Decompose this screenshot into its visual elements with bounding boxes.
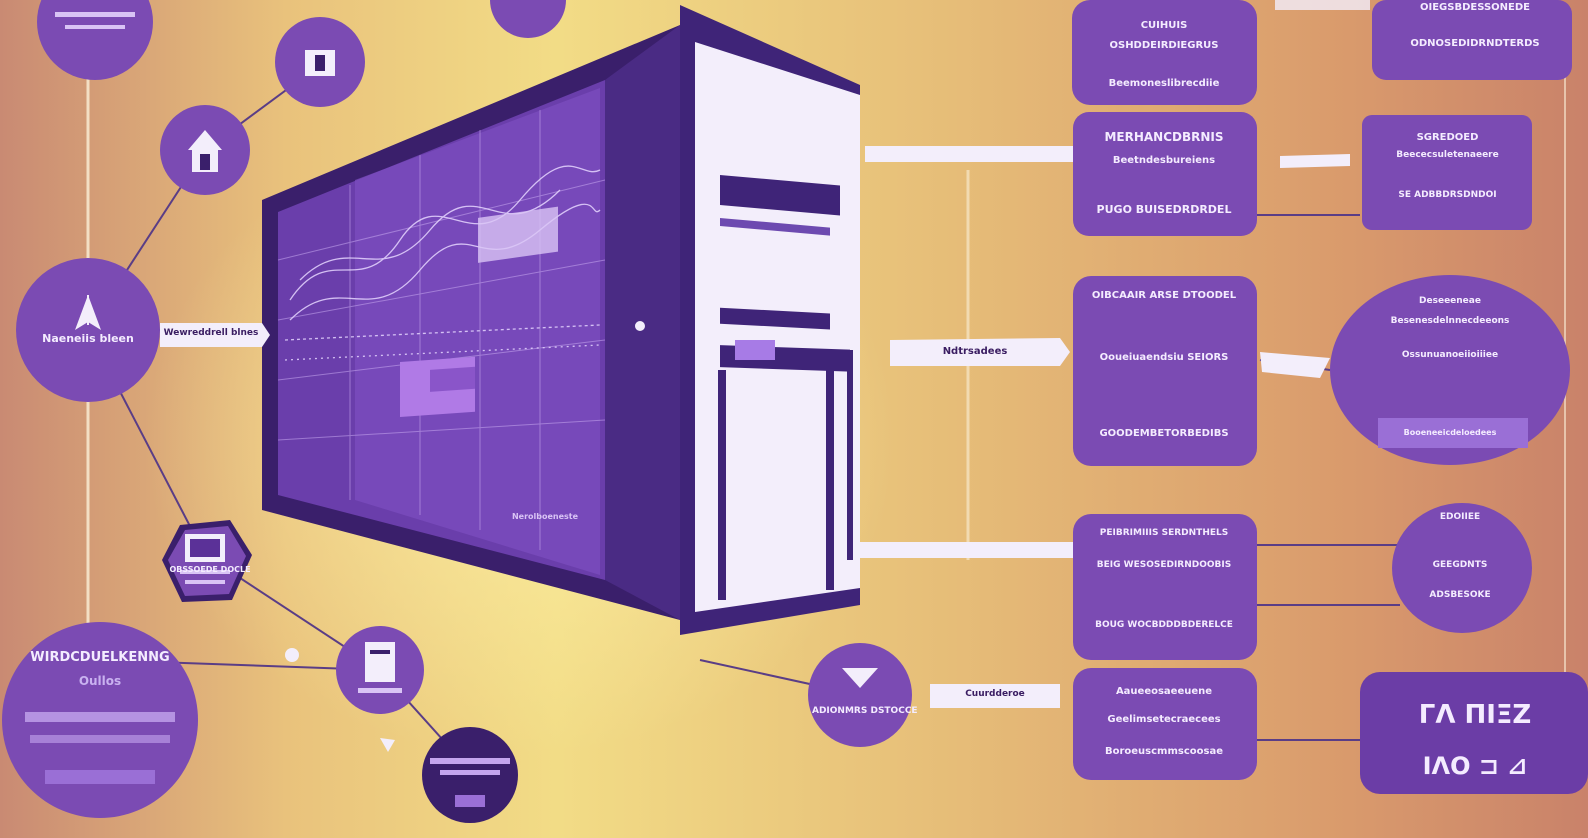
icon-box-right-bottom: [1360, 672, 1588, 794]
info-circle-right: [1330, 275, 1570, 465]
box1-line1: CUIHUIS: [1140, 20, 1188, 31]
info-box-5: [1073, 668, 1257, 780]
tag-right: [1260, 352, 1330, 378]
box4-line2: BEIG WESOSEDIRNDOOBIS: [1096, 560, 1232, 570]
filter-icon-circle: [808, 643, 912, 747]
icon-box-top-row: ΓΛ ΠΙΞΖ: [1418, 700, 1532, 730]
tag-left: [160, 323, 270, 347]
tag-left-label: Wewreddrell blnes: [163, 328, 259, 338]
bottom-left-circle-sub: Oullos: [78, 674, 122, 688]
info-box-3: [1073, 276, 1257, 466]
box4-line3: BOUG WOCBDDDBDERELCE: [1095, 620, 1233, 630]
right-top-line2: ODNOSEDIDRNDTERDS: [1410, 38, 1540, 49]
node-circle-left: [16, 258, 160, 402]
box2-line1: MERHANCDBRNIS: [1104, 130, 1224, 144]
node-circle-top-left: [37, 0, 153, 80]
tag-center: [890, 338, 1070, 366]
box5-line1: Aaueeosaeeuene: [1115, 686, 1213, 697]
info-box-4: [1073, 514, 1257, 660]
box3-line2: Ooueiuaendsiu SEIORS: [1099, 352, 1229, 363]
node-circle-top: [490, 0, 566, 38]
right-circle-line3: Ossunuanoeiioiiiee: [1401, 350, 1499, 360]
tag-right-top: [1280, 154, 1350, 168]
connector-bar-right: [1275, 0, 1370, 10]
box2-line2: Beetndesbureiens: [1112, 155, 1216, 166]
tag-bottom: [930, 684, 1060, 708]
connector-bar-top: [865, 146, 1075, 162]
right-small-line1: EDOIIEE: [1439, 512, 1481, 522]
small-circle-label: OBSSOEDE DOCLE: [169, 565, 251, 574]
mid-circle-label: ADIONMRS DSTOCCE: [812, 706, 918, 716]
box3-line3: GOODEMBETORBEDIBS: [1099, 428, 1229, 439]
right-top-line1: OIEGSBDESSONEDE: [1419, 2, 1530, 13]
info-box-2: [1073, 112, 1257, 236]
box5-line3: Boroeuscmmscoosae: [1104, 746, 1224, 757]
info-box-1: [1072, 0, 1257, 105]
box1-line3: Beemoneslibrecdiie: [1108, 78, 1220, 89]
connector-bar-bottom: [860, 542, 1075, 558]
info-box-right-top: [1372, 0, 1572, 80]
monitor-panel: [262, 5, 860, 635]
right-box-line1: SGREDOED: [1416, 132, 1479, 143]
info-box-right: [1362, 115, 1532, 230]
right-small-line3: ADSBESOKE: [1429, 590, 1491, 600]
icon-box-bottom-row: ΙΛΟ ⊐ ⊿: [1422, 752, 1528, 780]
box1-line2: OSHDDEIRDIEGRUS: [1109, 40, 1219, 51]
node-left-label: Naeneiis bleen: [42, 332, 134, 345]
right-circle-line4: Booeneeicdeloedees: [1403, 428, 1497, 437]
right-small-line2: GEEGDNTS: [1432, 560, 1488, 570]
box3-line1: OIBCAAIR ARSE DTOODEL: [1091, 290, 1237, 301]
box4-line1: PEIBRIMIIIS SERDNTHELS: [1099, 528, 1229, 538]
right-circle-line1: Deseeeneae: [1419, 296, 1481, 306]
box5-line2: Geelimsetecraecees: [1107, 714, 1221, 725]
tag-center-label: Ndtrsadees: [942, 346, 1008, 357]
right-circle-line2: Besenesdelnnecdeeons: [1390, 316, 1510, 326]
tag-right-label: Cuurdderoe: [965, 689, 1025, 699]
bottom-left-circle-title: WIRDCDUELKENNG: [30, 650, 170, 665]
screen-caption: Nerolboeneste: [511, 512, 579, 521]
right-box-line3: SE ADBBDRSDNDOI: [1398, 190, 1497, 200]
box2-line3: PUGO BUISEDRDRDEL: [1096, 203, 1232, 216]
right-box-line2: Beececsuletenaeere: [1396, 150, 1499, 160]
info-circle-right-small: [1392, 503, 1532, 633]
